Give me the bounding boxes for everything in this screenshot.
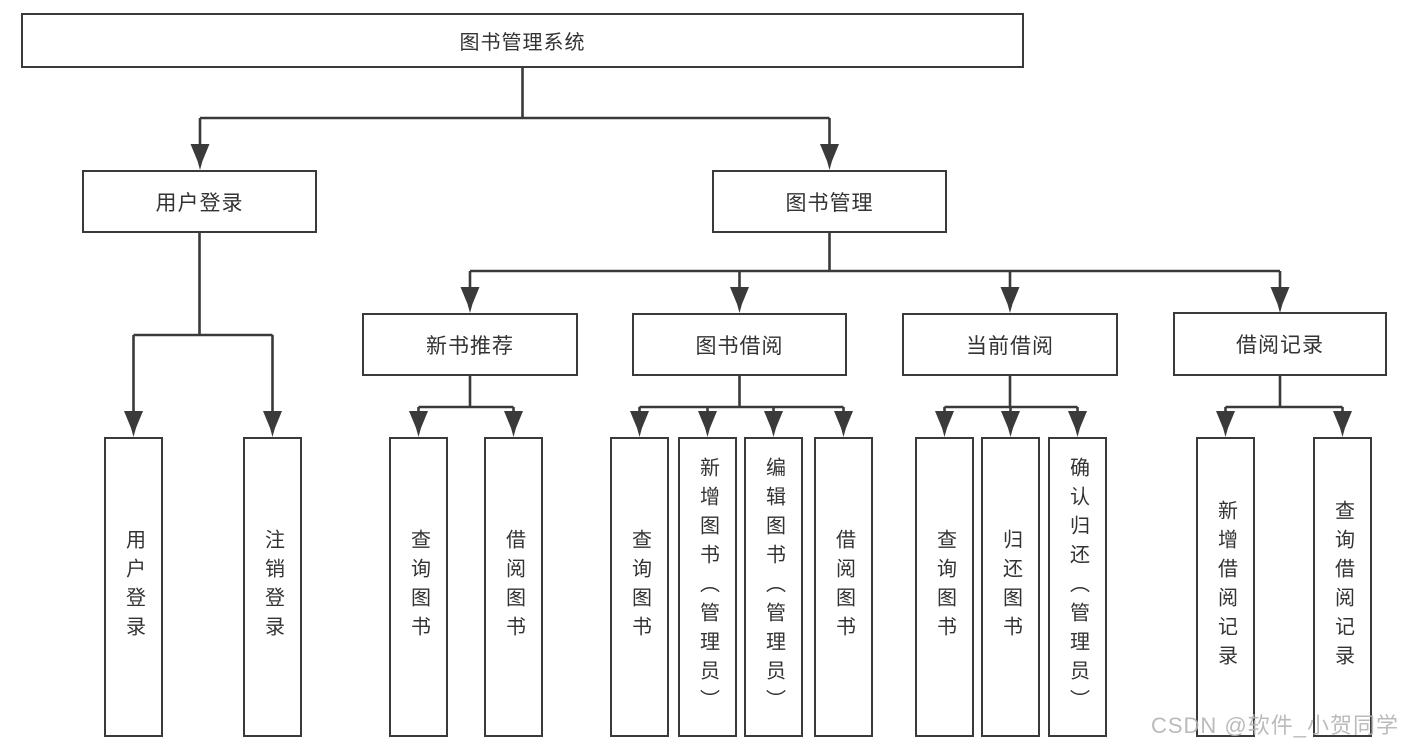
leaf-label: 注销登录 [261, 529, 284, 645]
node-root-system: 图书管理系统 [21, 13, 1024, 68]
node-label: 图书管理 [785, 191, 874, 215]
leaf-confirm-return-admin: 确认归还（管理员） [1048, 437, 1107, 737]
node-label: 借阅记录 [1236, 334, 1324, 357]
leaf-query-books-1: 查询图书 [389, 437, 448, 737]
leaf-label: 新增图书（管理员） [696, 456, 719, 718]
node-current-borrowing: 当前借阅 [902, 313, 1118, 376]
leaf-label: 编辑图书（管理员） [762, 456, 785, 718]
leaf-add-borrow-record: 新增借阅记录 [1196, 437, 1255, 737]
leaf-borrow-books-1: 借阅图书 [484, 437, 543, 737]
leaf-return-books: 归还图书 [981, 437, 1040, 737]
leaf-label: 查询图书 [407, 529, 430, 645]
leaf-label: 用户登录 [122, 529, 145, 645]
leaf-label: 查询借阅记录 [1331, 500, 1354, 674]
csdn-watermark: CSDN @软件_小贺同学 [1150, 713, 1399, 738]
leaf-label: 借阅图书 [832, 529, 855, 645]
leaf-query-books-2: 查询图书 [610, 437, 669, 737]
node-label: 当前借阅 [966, 334, 1054, 358]
leaf-label: 查询图书 [933, 529, 956, 645]
leaf-query-books-3: 查询图书 [915, 437, 974, 737]
leaf-user-login: 用户登录 [104, 437, 163, 737]
leaf-label: 查询图书 [628, 529, 651, 645]
node-new-book-recommend: 新书推荐 [362, 313, 578, 376]
leaf-label: 新增借阅记录 [1214, 500, 1237, 674]
node-label: 新书推荐 [426, 334, 514, 358]
leaf-add-books-admin: 新增图书（管理员） [678, 437, 737, 737]
leaf-label: 借阅图书 [502, 529, 525, 645]
leaf-label: 归还图书 [999, 529, 1022, 645]
leaf-borrow-books-2: 借阅图书 [814, 437, 873, 737]
node-book-management-branch: 图书管理 [712, 170, 947, 233]
leaf-logout: 注销登录 [243, 437, 302, 737]
leaf-label: 确认归还（管理员） [1066, 456, 1089, 718]
node-label: 图书管理系统 [459, 32, 586, 54]
node-borrowing-records: 借阅记录 [1173, 312, 1387, 376]
node-label: 图书借阅 [695, 334, 784, 358]
node-user-login-branch: 用户登录 [82, 170, 317, 233]
node-label: 用户登录 [155, 191, 244, 215]
leaf-edit-books-admin: 编辑图书（管理员） [744, 437, 803, 737]
tree-edges [132, 68, 1344, 413]
leaf-query-borrow-record: 查询借阅记录 [1313, 437, 1372, 737]
node-book-borrowing: 图书借阅 [632, 313, 847, 376]
